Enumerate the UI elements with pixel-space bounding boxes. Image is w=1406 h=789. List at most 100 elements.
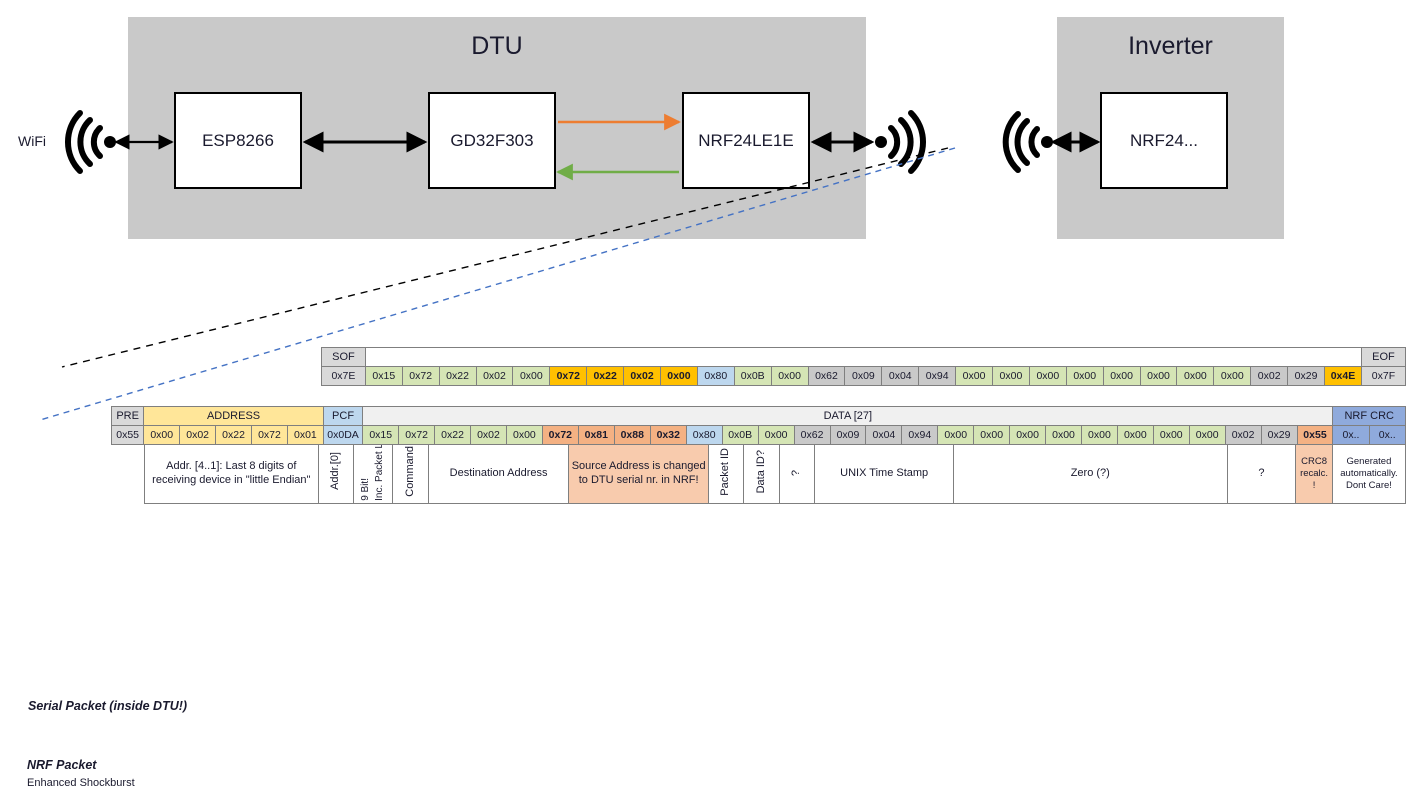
chip-gd32f303[interactable]: GD32F303 (428, 92, 556, 189)
desc-pcf-text-0: 9 Bit! (360, 478, 372, 502)
nrf-byte-7: 0x88 (613, 425, 651, 445)
nrf-address-byte-0: 0x00 (143, 425, 181, 445)
serial-byte-20: 0x00 (1102, 366, 1141, 386)
serial-byte-12: 0x62 (807, 366, 846, 386)
description-row: Addr. [4..1]: Last 8 digits of receiving… (144, 444, 1406, 504)
nrf-byte-0: 0x15 (362, 425, 400, 445)
chip-esp8266[interactable]: ESP8266 (174, 92, 302, 189)
desc-nrf-crc: Generated automatically. Dont Care! (1331, 444, 1406, 504)
desc-command: Command (392, 444, 429, 504)
nrf-byte-20: 0x00 (1080, 425, 1118, 445)
serial-byte-22: 0x00 (1176, 366, 1215, 386)
chip-nrf24le1e-label: NRF24LE1E (698, 130, 794, 150)
nrf-byte-14: 0x04 (865, 425, 903, 445)
nrf-byte-19: 0x00 (1045, 425, 1082, 445)
nrf-byte-9: 0x80 (685, 425, 723, 445)
desc-packet-id-text: Packet ID (719, 447, 732, 496)
nrf-byte-22: 0x00 (1152, 425, 1190, 445)
serial-byte-24: 0x02 (1250, 366, 1289, 386)
desc-unknown-1-text: ? (790, 469, 803, 476)
nrf-crc-byte-0: 0x.. (1332, 425, 1370, 445)
serial-byte-17: 0x00 (992, 366, 1030, 386)
serial-byte-4: 0x00 (512, 366, 551, 386)
desc-pcf-text-1: Inc. Packet Length (373, 444, 385, 502)
serial-packet-label: Serial Packet (inside DTU!) (28, 699, 188, 713)
serial-byte-14: 0x04 (881, 366, 920, 386)
serial-byte-1: 0x72 (401, 366, 440, 386)
serial-byte-18: 0x00 (1028, 366, 1067, 386)
field-description-table: Addr. [4..1]: Last 8 digits of receiving… (144, 444, 1406, 504)
nrf-data-header: DATA [27] (362, 406, 1334, 426)
nrf-byte-5: 0x72 (541, 425, 579, 445)
desc-addr0: Addr.[0] (317, 444, 355, 504)
nrf-byte-24: 0x02 (1224, 425, 1262, 445)
serial-byte-19: 0x00 (1065, 366, 1104, 386)
serial-eof-header: EOF (1360, 347, 1406, 367)
serial-sof-byte: 0x7E (321, 366, 366, 386)
nrf-byte-2: 0x22 (434, 425, 472, 445)
serial-byte-16: 0x00 (955, 366, 993, 386)
serial-byte-25: 0x29 (1287, 366, 1326, 386)
nrf-byte-25: 0x29 (1260, 425, 1298, 445)
inverter-title: Inverter (1128, 32, 1213, 60)
wifi-label: WiFi (18, 133, 46, 149)
nrf-byte-26: 0x55 (1296, 425, 1334, 445)
serial-byte-7: 0x02 (623, 366, 661, 386)
nrf-address-byte-4: 0x01 (286, 425, 324, 445)
serial-byte-3: 0x02 (475, 366, 514, 386)
nrf-byte-4: 0x00 (505, 425, 543, 445)
nrf-byte-6: 0x81 (577, 425, 615, 445)
nrf-crc-header: NRF CRC (1332, 406, 1406, 426)
nrf-byte-17: 0x00 (973, 425, 1011, 445)
nrf-byte-8: 0x32 (649, 425, 687, 445)
enhanced-shockburst-label: Enhanced Shockburst (27, 777, 135, 789)
desc-command-text: Command (403, 446, 416, 497)
nrf-address-header: ADDRESS (143, 406, 324, 426)
nrf-byte-13: 0x09 (829, 425, 867, 445)
desc-data-id-text: Data ID? (754, 449, 767, 494)
nrf-byte-16: 0x00 (937, 425, 975, 445)
nrf-byte-10: 0x0B (721, 425, 759, 445)
nrf-byte-1: 0x72 (398, 425, 436, 445)
nrf-byte-11: 0x00 (757, 425, 795, 445)
serial-byte-2: 0x22 (438, 366, 477, 386)
desc-data-id: Data ID? (743, 444, 780, 504)
dtu-title: DTU (471, 32, 523, 60)
nrf-pcf-byte: 0x0DA (322, 425, 364, 445)
chip-gd32f303-label: GD32F303 (450, 130, 534, 150)
serial-byte-23: 0x00 (1213, 366, 1252, 386)
nrf-address-byte-3: 0x72 (251, 425, 288, 445)
nrf-address-byte-2: 0x22 (215, 425, 253, 445)
nrf-byte-12: 0x62 (793, 425, 831, 445)
desc-packet-id: Packet ID (707, 444, 745, 504)
nrf-packet-label: NRF Packet (27, 758, 97, 772)
serial-byte-5: 0x72 (549, 366, 588, 386)
chip-nrf24[interactable]: NRF24... (1100, 92, 1228, 189)
serial-byte-26: 0x4E (1324, 366, 1362, 386)
desc-unknown-1: ? (778, 444, 816, 504)
block-diagram: DTU Inverter ESP8266 GD32F303 NRF24LE1E … (0, 0, 1406, 265)
nrf-pcf-header: PCF (322, 406, 364, 426)
chip-nrf24le1e[interactable]: NRF24LE1E (682, 92, 810, 189)
nrf-byte-21: 0x00 (1116, 425, 1154, 445)
nrf-pre-header: PRE (110, 406, 145, 426)
serial-header-spacer (364, 347, 1362, 367)
nrf-pre-byte: 0x55 (110, 425, 145, 445)
nrf-byte-3: 0x02 (470, 425, 507, 445)
chip-esp8266-label: ESP8266 (202, 130, 274, 150)
serial-byte-11: 0x00 (770, 366, 809, 386)
nrf-address-byte-1: 0x02 (179, 425, 217, 445)
desc-destination: Destination Address (427, 444, 570, 504)
nrf-byte-23: 0x00 (1188, 425, 1226, 445)
chip-nrf24-label: NRF24... (1129, 130, 1199, 150)
serial-byte-21: 0x00 (1139, 366, 1178, 386)
desc-zero: Zero (?) (953, 444, 1228, 504)
desc-unknown-2: ? (1226, 444, 1297, 504)
desc-addr0-text: Addr.[0] (328, 452, 341, 491)
serial-byte-15: 0x94 (918, 366, 957, 386)
serial-byte-6: 0x22 (586, 366, 625, 386)
serial-byte-10: 0x0B (733, 366, 772, 386)
